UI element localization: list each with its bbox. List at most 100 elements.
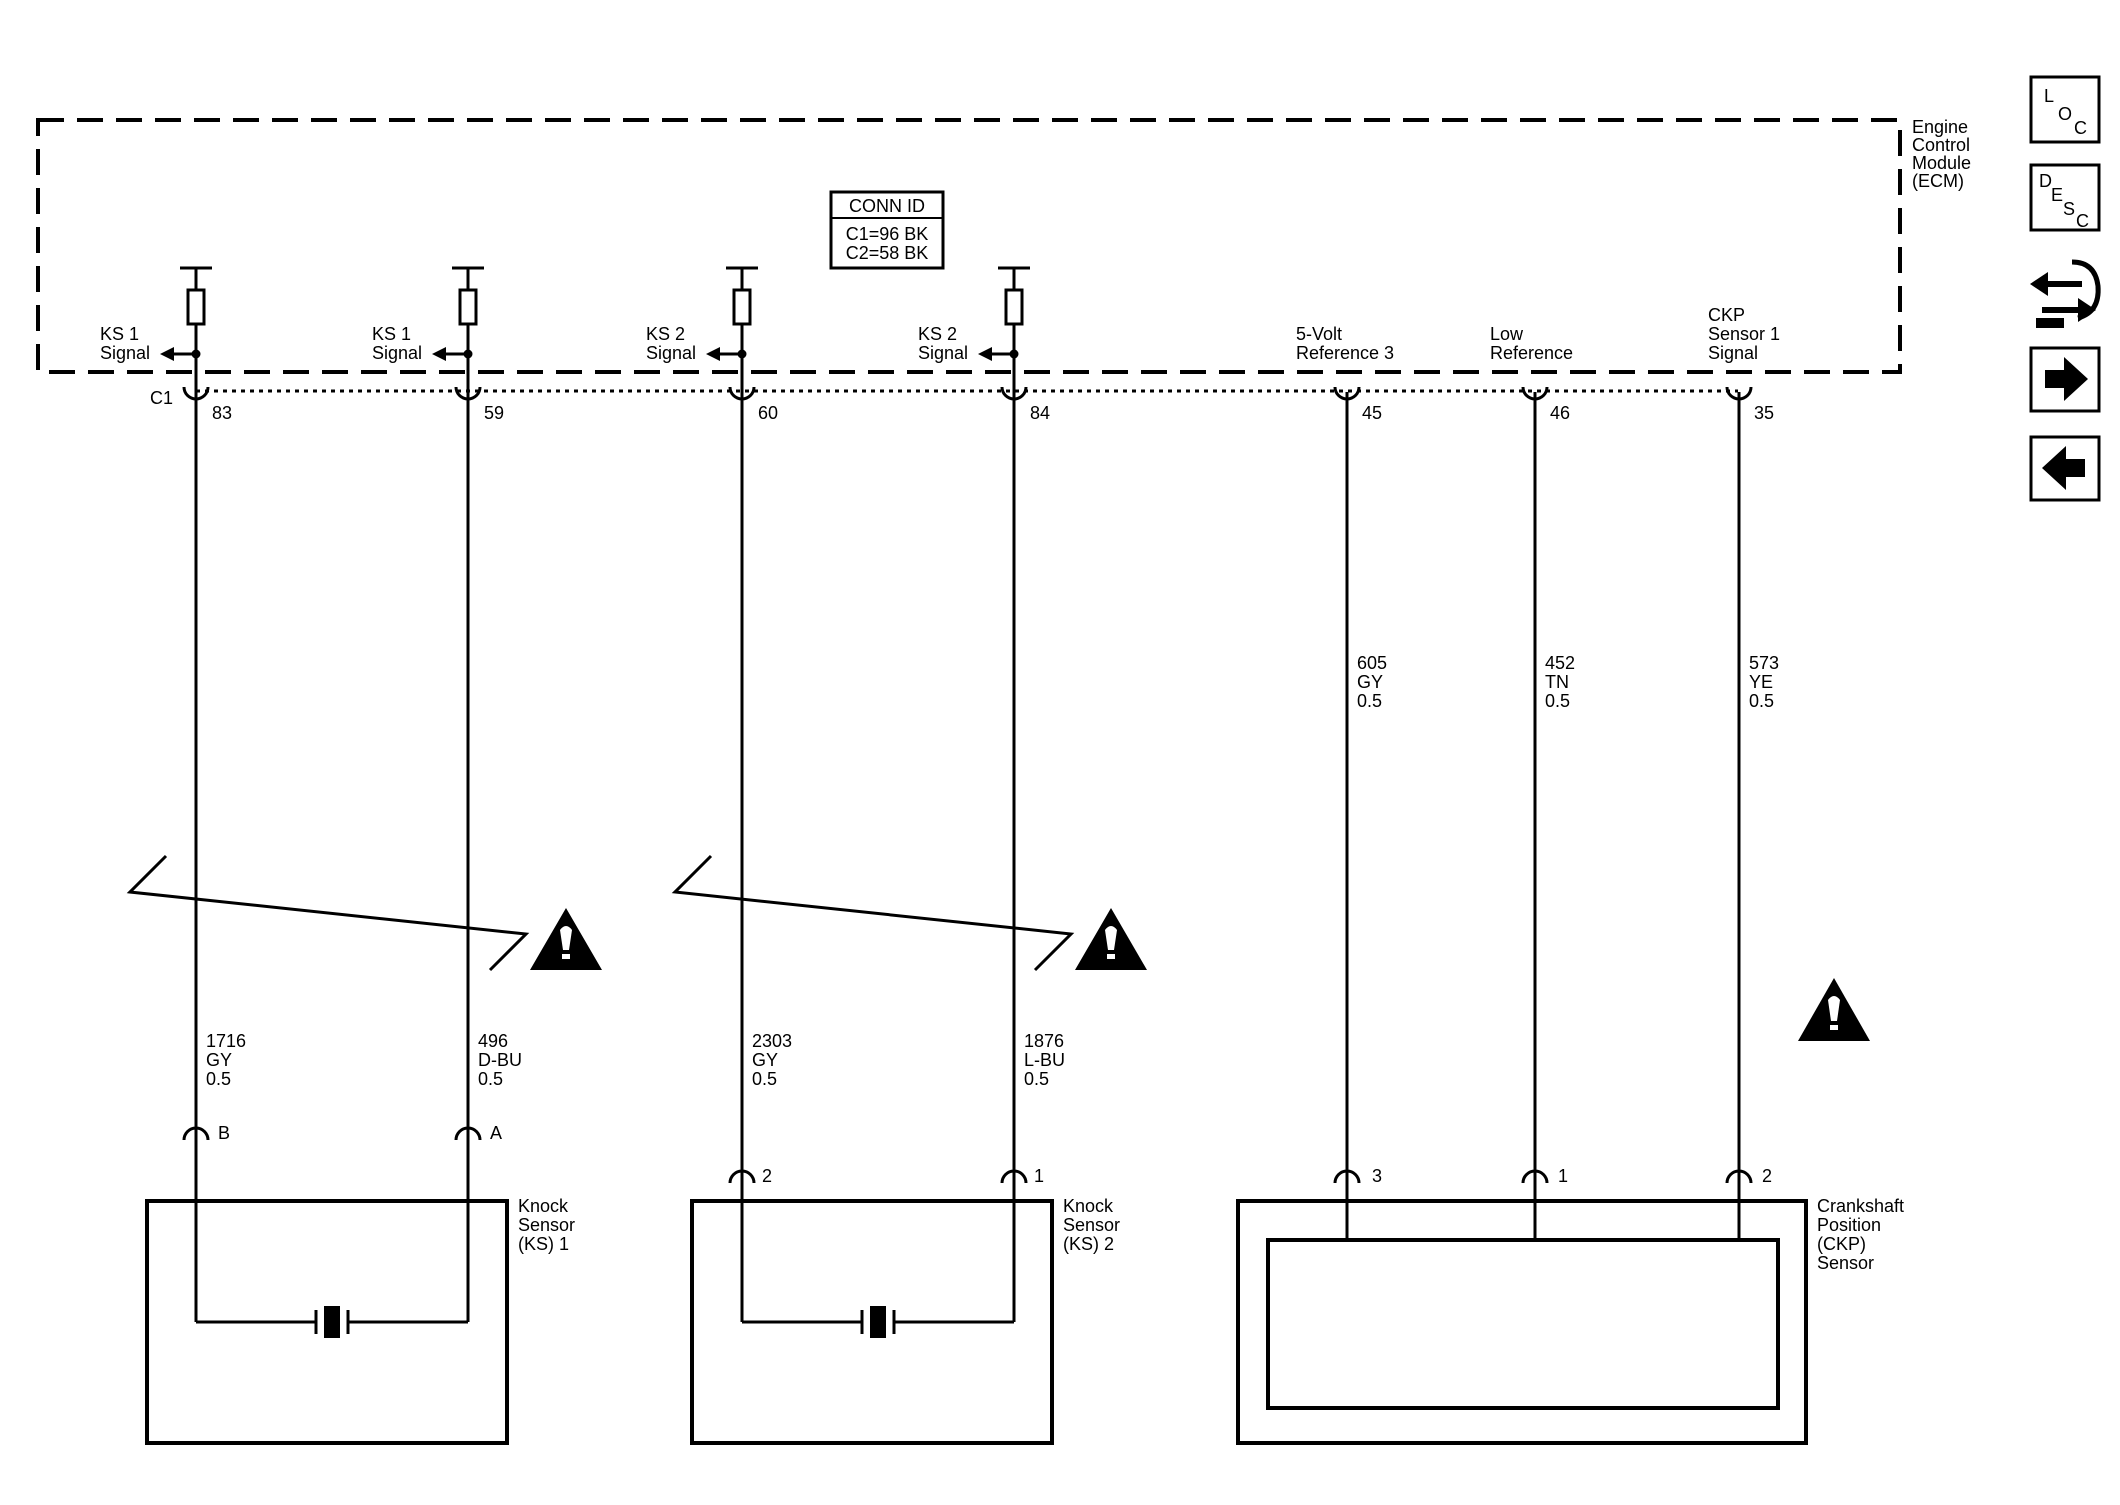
svg-text:D: D xyxy=(2039,171,2052,191)
svg-text:Engine: Engine xyxy=(1912,117,1968,137)
knock-sensor-1 xyxy=(145,1199,509,1445)
svg-text:(ECM): (ECM) xyxy=(1912,171,1964,191)
conn-id-box: CONN ID C1=96 BK C2=58 BK xyxy=(829,190,945,270)
knock-sensor-2 xyxy=(690,1199,1054,1445)
wire-color: GY xyxy=(752,1050,778,1070)
wire-color: D-BU xyxy=(478,1050,522,1070)
wire-gauge: 0.5 xyxy=(1545,691,1570,711)
ckp-sensor-label: Crankshaft Position (CKP) Sensor xyxy=(1817,1196,1904,1273)
signal-label: KS 2 xyxy=(646,324,685,344)
svg-text:E: E xyxy=(2051,185,2063,205)
next-page-button[interactable] xyxy=(2029,346,2101,413)
component-pin: 1 xyxy=(1558,1166,1568,1186)
loc-button[interactable]: L O C xyxy=(2029,75,2101,144)
svg-text:Crankshaft: Crankshaft xyxy=(1817,1196,1904,1216)
svg-text:Sensor: Sensor xyxy=(518,1215,575,1235)
svg-text:Sensor: Sensor xyxy=(1817,1253,1874,1273)
signal-label: Signal xyxy=(100,343,150,363)
desc-button[interactable]: D E S C xyxy=(2029,163,2101,232)
knock-sensor-2-label: Knock Sensor (KS) 2 xyxy=(1063,1196,1120,1254)
signal-label: 5-Volt xyxy=(1296,324,1342,344)
circuit-number: 1716 xyxy=(206,1031,246,1051)
ecm-pin-terminals xyxy=(182,386,1753,401)
circuit-number: 1876 xyxy=(1024,1031,1064,1051)
component-pin: 2 xyxy=(1762,1166,1772,1186)
signal-label: Signal xyxy=(918,343,968,363)
circuit-number: 573 xyxy=(1749,653,1779,673)
wire-color: L-BU xyxy=(1024,1050,1065,1070)
signal-label: KS 2 xyxy=(918,324,957,344)
previous-page-button[interactable] xyxy=(2029,435,2101,502)
wire-gauge: 0.5 xyxy=(1749,691,1774,711)
component-pin: B xyxy=(218,1123,230,1143)
signal-label: Signal xyxy=(372,343,422,363)
signal-label: CKP xyxy=(1708,305,1745,325)
svg-text:C: C xyxy=(2074,118,2087,138)
component-pin: 2 xyxy=(762,1166,772,1186)
wire-color: TN xyxy=(1545,672,1569,692)
wire-gauge: 0.5 xyxy=(752,1069,777,1089)
component-pin: A xyxy=(490,1123,502,1143)
component-pin-labels: B A 2 1 3 1 2 xyxy=(218,1123,1772,1186)
ckp-sensor xyxy=(1236,1199,1808,1445)
signal-label: Sensor 1 xyxy=(1708,324,1780,344)
caution-icon xyxy=(530,908,602,970)
connector-name: C1 xyxy=(150,388,173,408)
pin-number: 84 xyxy=(1030,403,1050,423)
pin-number: 35 xyxy=(1754,403,1774,423)
ecm-module-boundary xyxy=(36,118,1902,374)
pin-numbers: 83 59 60 84 45 46 35 xyxy=(212,403,1774,423)
caution-icon xyxy=(1075,908,1147,970)
circuit-number: 605 xyxy=(1357,653,1387,673)
svg-text:(CKP): (CKP) xyxy=(1817,1234,1866,1254)
wire-color: YE xyxy=(1749,672,1773,692)
circuit-number: 452 xyxy=(1545,653,1575,673)
conn-id-title: CONN ID xyxy=(849,196,925,216)
caution-icon xyxy=(1798,978,1870,1041)
signal-label: Signal xyxy=(1708,343,1758,363)
wire-gauge: 0.5 xyxy=(1024,1069,1049,1089)
svg-text:S: S xyxy=(2063,199,2075,219)
svg-text:Knock: Knock xyxy=(518,1196,569,1216)
svg-text:L: L xyxy=(2044,86,2054,106)
pin-number: 45 xyxy=(1362,403,1382,423)
knock-sensor-1-label: Knock Sensor (KS) 1 xyxy=(518,1196,575,1254)
pin-number: 60 xyxy=(758,403,778,423)
svg-text:Control: Control xyxy=(1912,135,1970,155)
signal-label: Low xyxy=(1490,324,1524,344)
connector-swap-icon[interactable] xyxy=(2030,259,2101,328)
signal-label: KS 1 xyxy=(100,324,139,344)
internal-ks-circuits xyxy=(160,266,1030,392)
pin-number: 59 xyxy=(484,403,504,423)
wire-gauge: 0.5 xyxy=(1357,691,1382,711)
svg-text:Knock: Knock xyxy=(1063,1196,1114,1216)
component-pin: 1 xyxy=(1034,1166,1044,1186)
signal-label: KS 1 xyxy=(372,324,411,344)
svg-text:O: O xyxy=(2058,104,2072,124)
conn-id-line: C1=96 BK xyxy=(846,224,929,244)
wire-gauge: 0.5 xyxy=(206,1069,231,1089)
component-pin: 3 xyxy=(1372,1166,1382,1186)
signal-label: Reference 3 xyxy=(1296,343,1394,363)
svg-text:(KS) 1: (KS) 1 xyxy=(518,1234,569,1254)
signal-label: Signal xyxy=(646,343,696,363)
signal-label: Reference xyxy=(1490,343,1573,363)
circuit-number: 496 xyxy=(478,1031,508,1051)
ecm-label: Engine Control Module (ECM) xyxy=(1912,117,1971,191)
svg-text:Sensor: Sensor xyxy=(1063,1215,1120,1235)
signal-labels: KS 1 Signal KS 1 Signal KS 2 Signal KS 2… xyxy=(100,305,1780,363)
wire-labels: 605 GY 0.5 452 TN 0.5 573 YE 0.5 1716 GY… xyxy=(206,653,1779,1089)
circuit-number: 2303 xyxy=(752,1031,792,1051)
twisted-pair-markers xyxy=(126,854,1075,972)
wire-color: GY xyxy=(1357,672,1383,692)
svg-text:Module: Module xyxy=(1912,153,1971,173)
wire-gauge: 0.5 xyxy=(478,1069,503,1089)
pin-number: 46 xyxy=(1550,403,1570,423)
pin-number: 83 xyxy=(212,403,232,423)
svg-text:C: C xyxy=(2076,211,2089,231)
wire-color: GY xyxy=(206,1050,232,1070)
svg-text:(KS) 2: (KS) 2 xyxy=(1063,1234,1114,1254)
component-terminals xyxy=(182,1126,1753,1184)
conn-id-line: C2=58 BK xyxy=(846,243,929,263)
